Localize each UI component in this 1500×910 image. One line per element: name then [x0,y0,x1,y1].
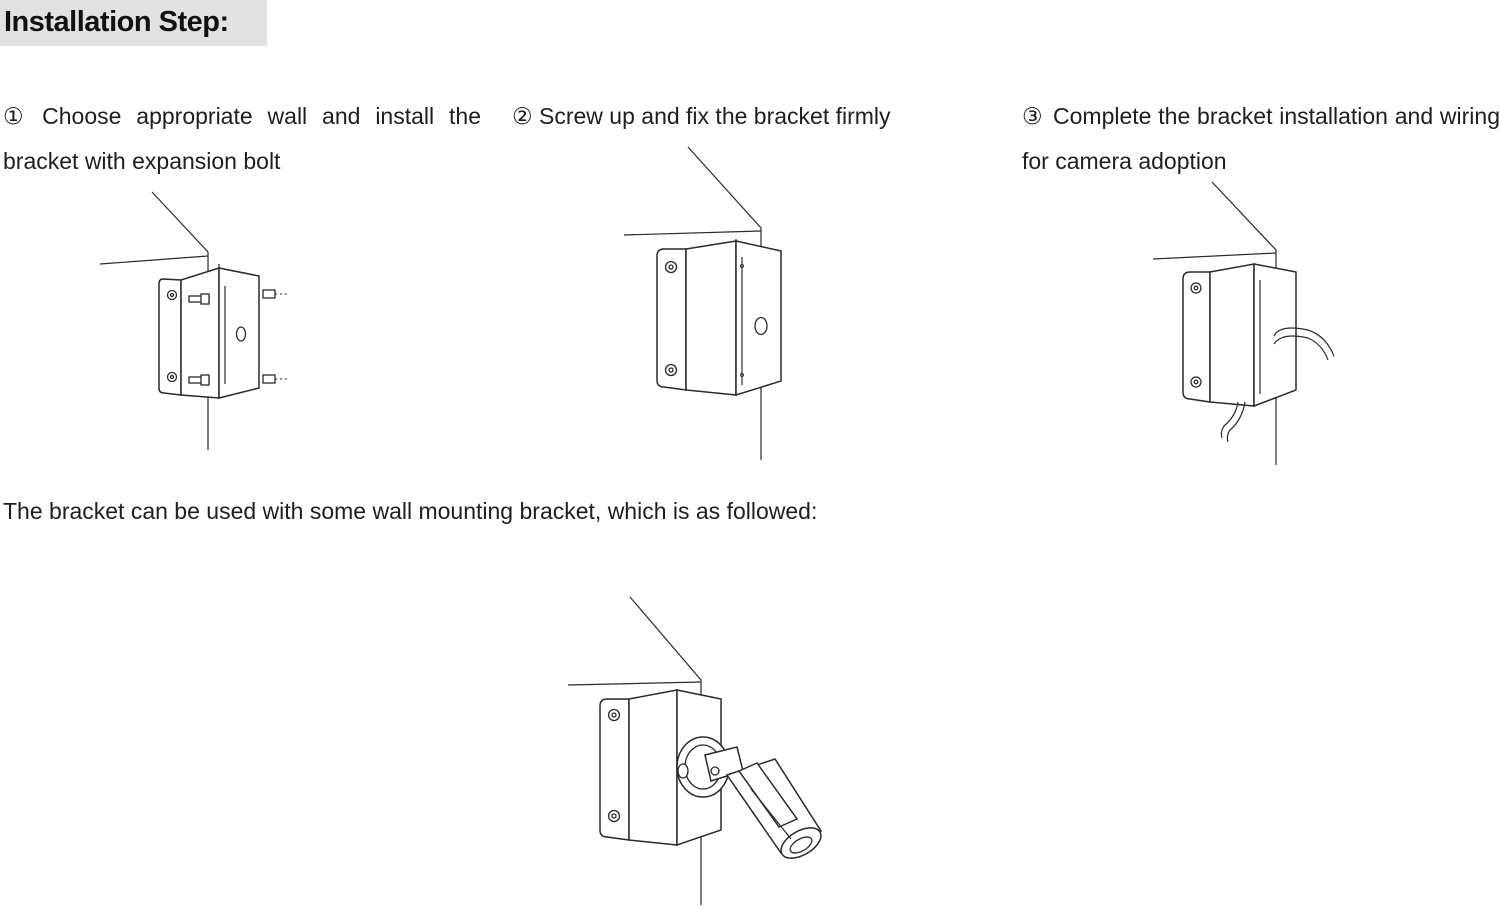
section-heading: Installation Step: [0,0,267,46]
bullet-camera-icon [567,596,823,905]
step-1-number: ① [3,103,33,129]
step-3-text: Complete the bracket installation and wi… [1022,103,1500,174]
corner-bracket-icon [623,146,782,460]
step-1-text: Choose appropriate wall and install the … [3,103,481,174]
section-heading-text: Installation Step: [4,6,229,38]
corner-bracket-bolts-icon [99,191,287,450]
step-2: ② Screw up and fix the bracket firmly [512,94,972,139]
step-2-number: ② [512,103,533,129]
step-2-text: Screw up and fix the bracket firmly [539,103,891,129]
compatibility-note: The bracket can be used with some wall m… [3,498,818,524]
step-3-number: ③ [1022,103,1044,129]
corner-bracket-cable-icon [1152,181,1335,465]
